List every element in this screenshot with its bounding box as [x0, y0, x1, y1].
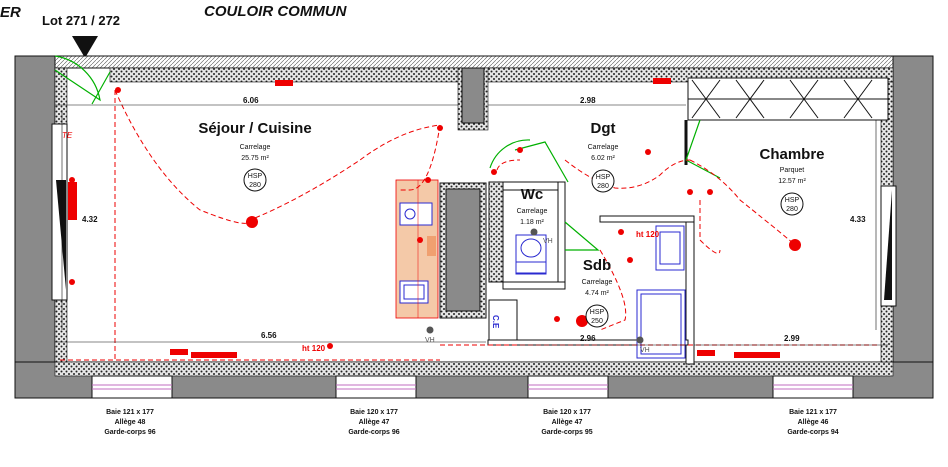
room-sejour: Séjour / Cuisine Carrelage 25.75 m² HSP … — [198, 120, 312, 192]
room-hsp: 280 — [597, 183, 609, 190]
room-hsp-label: HSP — [590, 309, 605, 316]
room-name: Wc — [521, 186, 544, 203]
vh-kitchen-dot — [426, 326, 434, 334]
room-area: 1.18 m² — [520, 219, 544, 226]
kitchen-counter — [395, 179, 439, 319]
room-wc: Wc Carrelage 1.18 m² — [517, 186, 548, 226]
room-area: 12.57 m² — [778, 178, 806, 185]
vh-wc-dot — [530, 228, 538, 236]
electrical-markers — [69, 78, 801, 358]
dim-sdb-bottom: 2.96 — [580, 334, 596, 343]
corner-text: ER — [0, 4, 21, 21]
dim-chambre-bottom: 2.99 — [784, 334, 800, 343]
interior-walls — [439, 77, 889, 365]
window-3-line2: Allège 47 — [552, 419, 583, 426]
vh-wc: VH — [543, 238, 553, 245]
wc-fixtures — [515, 228, 547, 275]
room-hsp: 280 — [786, 206, 798, 213]
dim-dgt-top: 2.98 — [580, 96, 596, 105]
ht120-sdb: ht 120 — [636, 230, 660, 239]
window-2-line3: Garde-corps 96 — [348, 429, 399, 436]
room-area: 6.02 m² — [591, 155, 615, 162]
room-floor: Carrelage — [588, 144, 619, 151]
window-3-line1: Baie 120 x 177 — [543, 409, 591, 416]
side-windows — [51, 123, 897, 307]
room-hsp-label: HSP — [248, 173, 263, 180]
room-floor: Parquet — [780, 167, 805, 174]
window-4-line3: Garde-corps 94 — [787, 429, 838, 436]
room-chambre: Chambre Parquet 12.57 m² HSP 280 — [759, 146, 825, 216]
window-1-line1: Baie 121 x 177 — [106, 409, 154, 416]
vh-kitchen: VH — [425, 337, 435, 344]
vh-sdb: VH — [640, 347, 650, 354]
dim-sejour-bottom: 6.56 — [261, 331, 277, 340]
dim-right-height: 4.33 — [850, 215, 866, 224]
room-area: 25.75 m² — [241, 155, 269, 162]
room-name: Chambre — [759, 146, 824, 163]
room-name: Dgt — [591, 120, 616, 137]
room-dgt: Dgt Carrelage 6.02 m² HSP 280 — [588, 120, 619, 193]
room-area: 4.74 m² — [585, 290, 609, 297]
room-hsp-label: HSP — [596, 174, 611, 181]
room-name: Séjour / Cuisine — [198, 120, 311, 137]
ht120-sejour: ht 120 — [302, 344, 326, 353]
room-floor: Carrelage — [582, 279, 613, 286]
room-sdb: Sdb Carrelage 4.74 m² HSP 250 — [582, 257, 613, 328]
room-hsp-label: HSP — [785, 197, 800, 204]
te-label: TE — [62, 131, 73, 140]
room-floor: Carrelage — [517, 208, 548, 215]
entrance-arrow-icon — [72, 36, 98, 58]
window-1-line3: Garde-corps 96 — [104, 429, 155, 436]
window-2-line1: Baie 120 x 177 — [350, 409, 398, 416]
room-floor: Carrelage — [240, 144, 271, 151]
window-1-line2: Allège 48 — [115, 419, 146, 426]
dim-left-height: 4.32 — [82, 215, 98, 224]
bottom-windows — [91, 375, 854, 399]
room-name: Sdb — [583, 257, 611, 274]
lot-label: Lot 271 / 272 — [42, 13, 120, 28]
window-2-line2: Allège 47 — [359, 419, 390, 426]
window-4-line2: Allège 46 — [798, 419, 829, 426]
doors — [54, 55, 721, 251]
window-3-line3: Garde-corps 95 — [541, 429, 592, 436]
window-4-line1: Baie 121 x 177 — [789, 409, 837, 416]
dimension-lines — [55, 104, 888, 346]
room-hsp: 280 — [249, 182, 261, 189]
window-labels: Baie 121 x 177 Allège 48 Garde-corps 96 … — [104, 409, 838, 436]
room-hsp: 250 — [591, 318, 603, 325]
sdb-fixtures — [636, 225, 686, 359]
ce-label: C.E — [491, 315, 500, 329]
corridor-label: COULOIR COMMUN — [204, 3, 348, 20]
dim-sejour-top: 6.06 — [243, 96, 259, 105]
